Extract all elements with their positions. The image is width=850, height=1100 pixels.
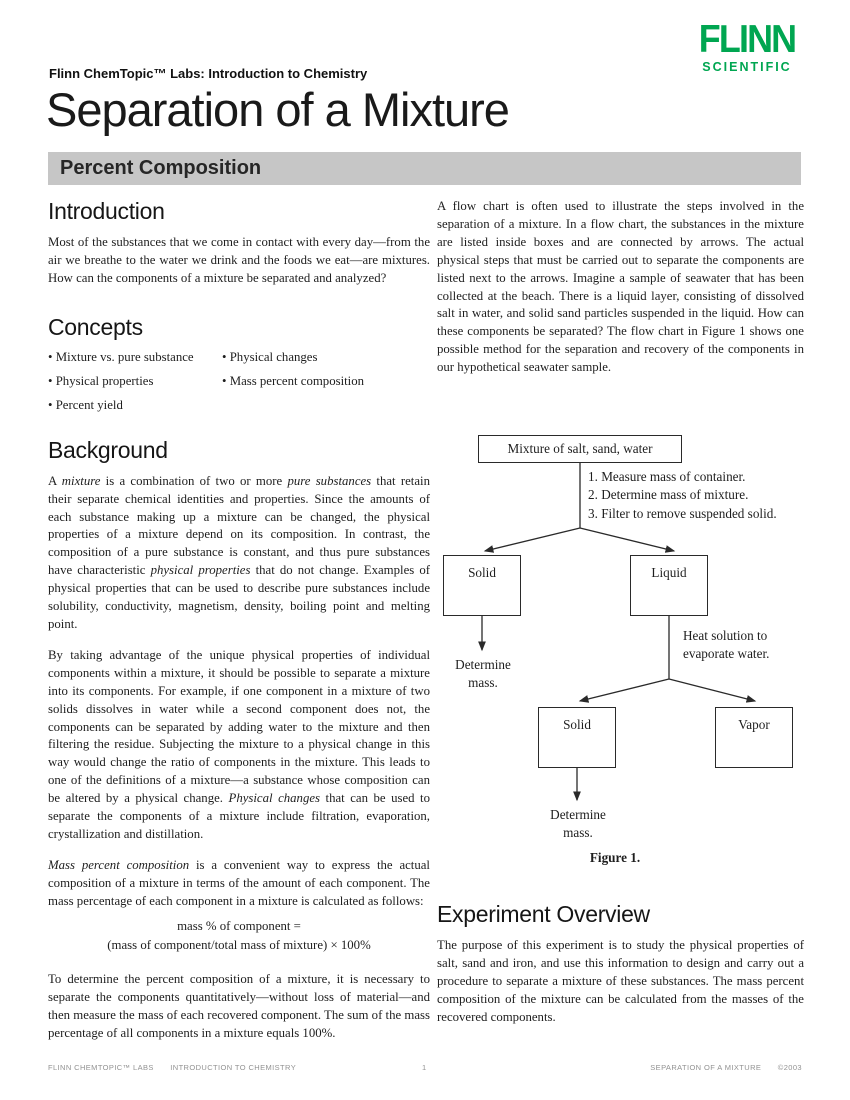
- right-column: A flow chart is often used to illustrate…: [437, 198, 804, 1060]
- experiment-overview-section: Experiment Overview The purpose of this …: [437, 901, 804, 1040]
- label-line: mass.: [563, 825, 593, 841]
- equation-line-1: mass % of component =: [177, 918, 301, 933]
- background-heading: Background: [48, 436, 168, 463]
- flowchart-step: 3. Filter to remove suspended solid.: [588, 505, 777, 521]
- subtitle-bar: Percent Composition: [48, 152, 801, 185]
- flowchart-step: 2. Determine mass of mixture.: [588, 487, 749, 503]
- left-column: Introduction Most of the substances that…: [48, 198, 430, 1056]
- experiment-overview-paragraph: The purpose of this experiment is to stu…: [437, 938, 804, 1024]
- page-footer: FLINN CHEMTOPIC™ LABS INTRODUCTION TO CH…: [48, 1063, 802, 1072]
- concepts-heading: Concepts: [48, 313, 143, 340]
- footer-copyright: ©2003: [777, 1063, 802, 1072]
- label-line: Determine: [550, 807, 606, 822]
- label-line: evaporate water.: [683, 646, 770, 662]
- experiment-overview-heading: Experiment Overview: [437, 901, 650, 927]
- label-line: mass.: [468, 675, 498, 691]
- footer-page-number: 1: [422, 1063, 427, 1072]
- background-paragraph-2: By taking advantage of the unique physic…: [48, 647, 430, 841]
- footer-right: SEPARATION OF A MIXTURE ©2003: [650, 1063, 802, 1072]
- figure-1-flowchart: Mixture of salt, sand, water 1. Measure …: [437, 430, 804, 882]
- page-title: Separation of a Mixture: [46, 83, 510, 136]
- concept-item: Mass percent composition: [222, 374, 430, 389]
- concept-item: Mixture vs. pure substance: [48, 350, 222, 365]
- footer-series: FLINN CHEMTOPIC™ LABS: [48, 1063, 154, 1072]
- introduction-heading: Introduction: [48, 198, 165, 224]
- label-line: Heat solution to: [683, 628, 768, 643]
- label-line: Determine: [455, 657, 511, 672]
- flinn-logo-wordmark: FLINN: [698, 18, 797, 61]
- background-paragraph-1: A mixture is a combination of two or mor…: [48, 473, 430, 631]
- flinn-logo-scientific: SCIENTIFIC: [702, 60, 792, 74]
- flowchart-determine-mass-1: Determine mass.: [437, 656, 529, 693]
- concepts-list: Mixture vs. pure substance Physical chan…: [48, 350, 430, 413]
- background-paragraph-3: Mass percent composition is a convenient…: [48, 857, 430, 908]
- footer-left: FLINN CHEMTOPIC™ LABS INTRODUCTION TO CH…: [48, 1063, 296, 1072]
- flowchart-determine-mass-2: Determine mass.: [532, 806, 624, 843]
- flowchart-heat-label: Heat solution to evaporate water.: [683, 627, 769, 664]
- flinn-logo: FLINN SCIENTIFIC: [692, 20, 802, 74]
- flowchart-box-liquid: Liquid: [630, 555, 708, 616]
- flowchart-box-solid-2: Solid: [538, 707, 616, 768]
- flowchart-steps-list: 1. Measure mass of container. 2. Determi…: [588, 468, 777, 523]
- introduction-paragraph: Most of the substances that we come in c…: [48, 235, 430, 285]
- flowchart-arrows: [478, 463, 757, 802]
- footer-volume: INTRODUCTION TO CHEMISTRY: [170, 1063, 297, 1072]
- equation-line-2: (mass of component/total mass of mixture…: [107, 938, 371, 953]
- flowchart-box-solid-1: Solid: [443, 555, 521, 616]
- figure-caption: Figure 1.: [589, 850, 641, 865]
- concept-item: Physical properties: [48, 374, 222, 389]
- concept-item: Percent yield: [48, 398, 222, 413]
- flowchart-box-vapor: Vapor: [715, 707, 793, 768]
- footer-doc-title: SEPARATION OF A MIXTURE: [650, 1063, 762, 1072]
- subtitle-text: Percent Composition: [60, 157, 262, 179]
- concept-item: Physical changes: [222, 350, 430, 365]
- mass-percent-equation: mass % of component = (mass of component…: [48, 917, 430, 957]
- flowchart-box-mixture: Mixture of salt, sand, water: [478, 435, 682, 463]
- flowchart-intro-paragraph: A flow chart is often used to illustrate…: [437, 199, 804, 375]
- flowchart-step: 1. Measure mass of container.: [588, 469, 746, 484]
- background-paragraph-4: To determine the percent composition of …: [48, 972, 430, 1040]
- series-kicker: Flinn ChemTopic™ Labs: Introduction to C…: [49, 66, 368, 81]
